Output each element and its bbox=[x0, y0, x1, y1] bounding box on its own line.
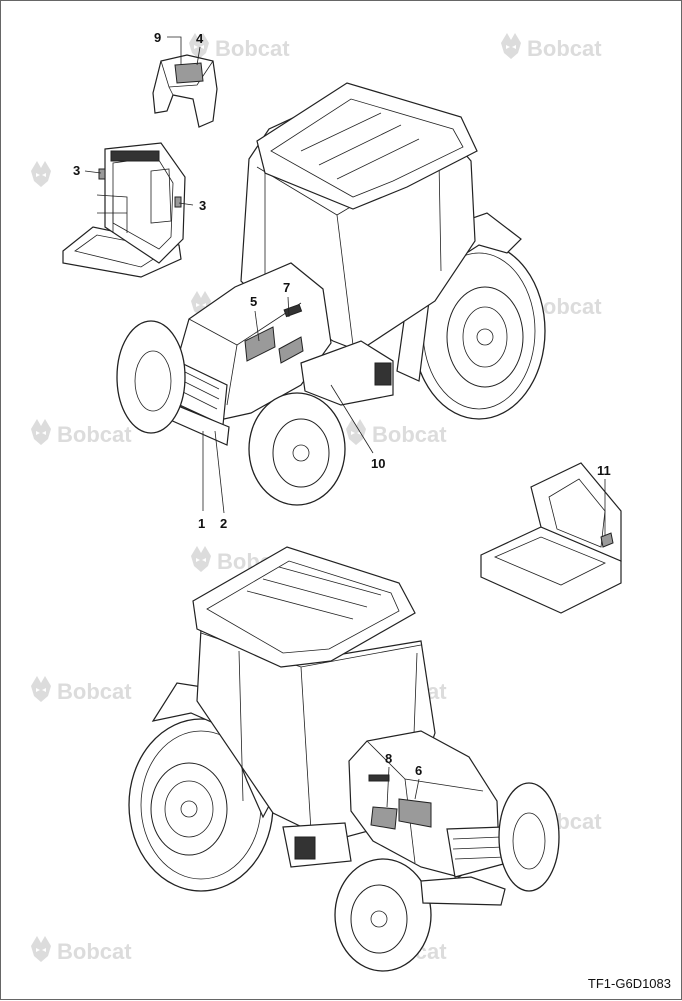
leader-line-5 bbox=[254, 310, 260, 342]
bobcat-logo-icon bbox=[501, 33, 521, 59]
leader-line-7 bbox=[287, 296, 290, 318]
callout-10: 10 bbox=[371, 456, 385, 471]
watermark-text: Bobcat bbox=[57, 422, 132, 447]
callout-2: 2 bbox=[220, 516, 227, 531]
leader-line-2 bbox=[214, 430, 225, 514]
bobcat-logo-icon bbox=[191, 546, 211, 572]
watermark-text: Bobcat bbox=[527, 36, 602, 61]
tractor-rear-view-illustration bbox=[128, 546, 560, 972]
leader-line-9 bbox=[167, 36, 182, 65]
bobcat-logo-icon bbox=[31, 936, 51, 962]
leader-line-10 bbox=[330, 384, 374, 454]
callout-6: 6 bbox=[415, 763, 422, 778]
watermark: Bobcat bbox=[31, 676, 132, 704]
leader-line-3b bbox=[178, 202, 194, 206]
watermark-text: Bobcat bbox=[57, 679, 132, 704]
callout-labels: 9 4 3 3 5 7 1 2 10 11 8 6 bbox=[73, 30, 611, 778]
callout-1: 1 bbox=[198, 516, 205, 531]
watermark-text: Bobcat bbox=[215, 36, 290, 61]
bobcat-logo-icon bbox=[31, 419, 51, 445]
bobcat-logo-icon bbox=[346, 419, 366, 445]
callout-3a: 3 bbox=[73, 163, 80, 178]
watermark bbox=[31, 161, 51, 187]
callout-9: 9 bbox=[154, 30, 161, 45]
watermark: Bobcat bbox=[189, 33, 290, 61]
figure-reference-code: TF1-G6D1083 bbox=[587, 976, 671, 991]
bobcat-logo-icon bbox=[31, 676, 51, 702]
watermark: Bobcat bbox=[346, 419, 447, 447]
callout-3b: 3 bbox=[199, 198, 206, 213]
watermark: Bobcat bbox=[31, 936, 132, 964]
callout-11: 11 bbox=[597, 463, 611, 478]
callout-8: 8 bbox=[385, 751, 392, 766]
watermark-text: Bobcat bbox=[372, 422, 447, 447]
bobcat-logo-icon bbox=[31, 161, 51, 187]
callout-4: 4 bbox=[196, 31, 204, 46]
watermark-text: Bobcat bbox=[57, 939, 132, 964]
leader-line-4 bbox=[196, 46, 201, 66]
callout-7: 7 bbox=[283, 280, 290, 295]
tractor-front-view-illustration bbox=[116, 82, 546, 506]
dash-panel-illustration bbox=[480, 462, 622, 614]
leader-line-6 bbox=[414, 778, 420, 800]
fender-panel-illustration bbox=[152, 54, 218, 128]
watermark: Bobcat bbox=[501, 33, 602, 61]
leader-line-3a bbox=[84, 170, 102, 174]
watermark: Bobcat bbox=[31, 419, 132, 447]
console-illustration bbox=[62, 142, 186, 278]
leader-line-8 bbox=[386, 766, 390, 808]
callout-5: 5 bbox=[250, 294, 257, 309]
leader-lines bbox=[84, 36, 606, 808]
